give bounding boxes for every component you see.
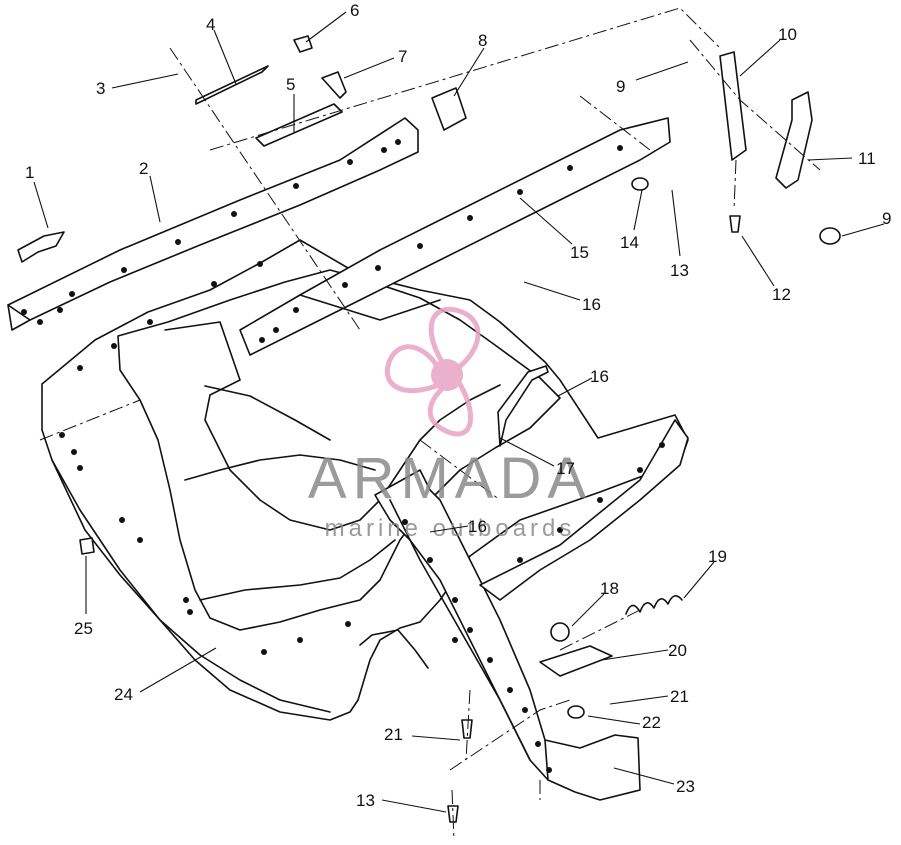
callout-13-top: 13 [670, 261, 689, 280]
callout-21-right: 21 [670, 687, 689, 706]
watermark-brand: ARMADA [308, 446, 592, 511]
bolt-part-25 [79, 537, 95, 555]
callout-20: 20 [668, 641, 687, 660]
callout-22: 22 [642, 713, 661, 732]
callout-15: 15 [570, 243, 589, 262]
knob-part-18 [550, 622, 570, 642]
callout-18: 18 [600, 579, 619, 598]
callout-4: 4 [206, 15, 215, 34]
callout-10: 10 [778, 25, 797, 44]
leader-lines [33, 11, 885, 813]
clip-part-6 [293, 35, 313, 53]
callout-17: 17 [556, 459, 575, 478]
propeller-logo-icon [384, 306, 481, 437]
bracket-part-1 [17, 231, 65, 263]
washer-part-22 [567, 705, 585, 719]
right-flap-part [479, 419, 689, 601]
arm-part-10 [719, 51, 747, 161]
callout-25: 25 [74, 619, 93, 638]
callout-11: 11 [858, 149, 876, 168]
callout-labels: 1 2 3 4 5 6 7 8 9 10 11 9 12 13 14 15 16… [25, 1, 891, 810]
callout-19: 19 [708, 547, 727, 566]
callout-21-left: 21 [384, 725, 403, 744]
plate-part-20 [539, 645, 613, 677]
hull-holes [59, 261, 351, 655]
pad-part-5 [255, 103, 343, 147]
callout-16-a: 16 [582, 295, 601, 314]
grommet-part-14 [631, 177, 649, 191]
callout-13-bottom: 13 [356, 791, 375, 810]
callout-6: 6 [350, 1, 359, 20]
callout-8: 8 [478, 31, 487, 50]
callout-16-c: 16 [468, 517, 487, 536]
callout-7: 7 [398, 47, 407, 66]
callout-12: 12 [772, 285, 791, 304]
callout-24: 24 [114, 685, 133, 704]
callout-9-right: 9 [882, 209, 891, 228]
screw-part-12 [729, 215, 741, 233]
spring-part-19 [625, 595, 683, 615]
hinge-arm-part-17 [497, 365, 549, 447]
armada-watermark: ARMADA marine outboards [308, 306, 592, 542]
front-rail-part [7, 117, 419, 331]
callout-23: 23 [676, 777, 695, 796]
callout-16-b: 16 [590, 367, 609, 386]
body-tub-part [41, 239, 689, 721]
centerlines [39, 7, 821, 841]
rear-rail-part [239, 117, 671, 356]
trim-strip-part-4 [195, 65, 269, 105]
watermark-tagline: marine outboards [325, 515, 576, 542]
screw-part-13 [447, 805, 459, 823]
callout-9-top: 9 [616, 77, 625, 96]
callout-14: 14 [620, 233, 639, 252]
strut-part-11 [775, 91, 813, 189]
side-rail-part [374, 469, 641, 801]
latch-part-8 [431, 87, 467, 131]
callout-2: 2 [139, 159, 148, 178]
callout-3: 3 [96, 79, 105, 98]
fastener-part-7 [321, 71, 347, 99]
callout-5: 5 [286, 75, 295, 94]
cap-part-9 [819, 227, 841, 245]
callout-1: 1 [25, 163, 34, 182]
